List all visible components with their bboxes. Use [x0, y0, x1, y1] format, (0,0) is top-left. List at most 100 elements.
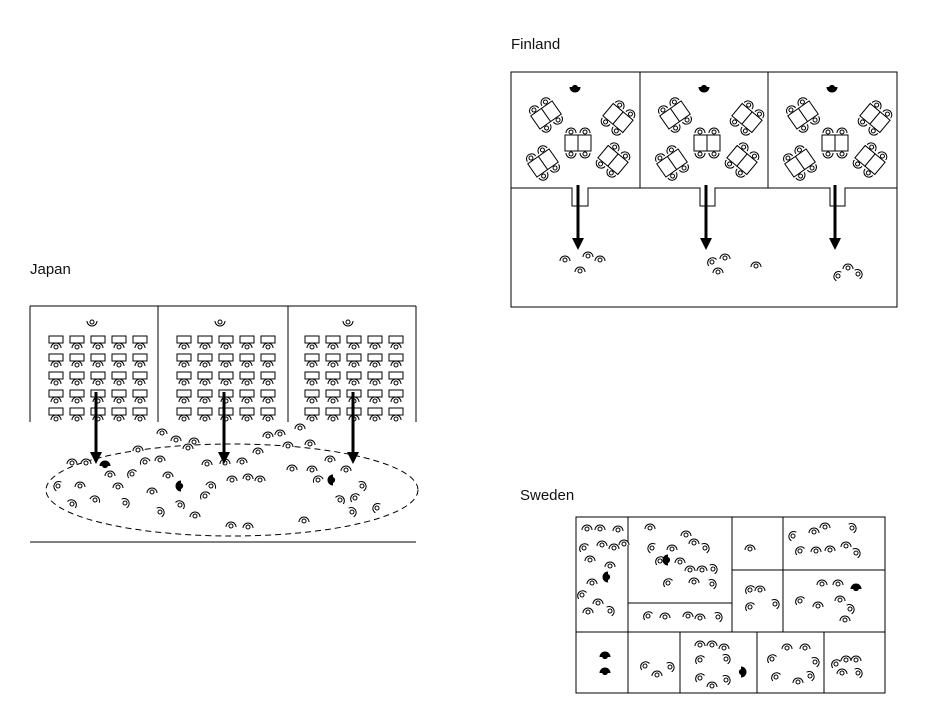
student-icon	[178, 360, 190, 368]
student-icon	[189, 511, 201, 519]
student-icon	[127, 469, 137, 479]
desk-icon	[111, 335, 127, 350]
student-icon	[92, 378, 104, 386]
student-icon	[92, 342, 104, 350]
teacher-icon	[599, 651, 611, 660]
teacher-icon	[175, 480, 184, 492]
desk-icon	[367, 335, 383, 350]
teacher-icon	[569, 84, 581, 93]
desk-icon	[239, 353, 255, 368]
student-icon	[67, 499, 77, 509]
student-icon	[620, 151, 631, 161]
student-icon	[745, 585, 755, 595]
desk-icon	[239, 407, 255, 422]
student-icon	[846, 604, 855, 615]
desk-icon	[197, 335, 213, 350]
desk-icon	[111, 389, 127, 404]
desk-icon	[132, 353, 148, 368]
student-icon	[559, 255, 571, 263]
student-icon	[592, 598, 604, 606]
student-icon	[139, 457, 151, 465]
student-icon	[604, 561, 616, 569]
student-icon	[644, 523, 656, 531]
student-icon	[50, 378, 62, 386]
student-icon	[871, 100, 882, 110]
desk-icon	[346, 371, 362, 386]
desk-icon	[239, 371, 255, 386]
desk-icon	[239, 335, 255, 350]
student-icon	[729, 117, 740, 127]
student-icon	[608, 543, 620, 551]
desk-icon	[176, 353, 192, 368]
desk-icon	[346, 335, 362, 350]
desk-icon	[367, 407, 383, 422]
student-icon	[666, 662, 675, 673]
desk-icon	[304, 353, 320, 368]
desk-icon	[111, 371, 127, 386]
student-icon	[201, 459, 213, 467]
teacher-icon	[850, 583, 862, 592]
student-icon	[252, 447, 264, 455]
student-icon	[348, 507, 357, 518]
student-icon	[706, 640, 718, 648]
student-icon	[199, 342, 211, 350]
student-icon	[304, 439, 316, 447]
student-icon	[262, 414, 274, 422]
student-icon	[750, 261, 762, 269]
student-icon	[71, 378, 83, 386]
desk-icon	[90, 353, 106, 368]
student-icon	[618, 539, 630, 547]
student-icon	[581, 524, 593, 532]
student-icon	[205, 481, 217, 489]
student-icon	[695, 673, 705, 683]
student-icon	[390, 342, 402, 350]
student-icon	[712, 267, 724, 275]
student-icon	[199, 414, 211, 422]
student-icon	[792, 677, 804, 685]
desk-icon	[325, 371, 341, 386]
japan-arrows	[90, 392, 359, 464]
student-icon	[113, 396, 125, 404]
japan-desk-grid	[48, 319, 404, 422]
finland-students-corridor	[559, 251, 863, 282]
student-icon	[655, 153, 666, 162]
student-icon	[262, 360, 274, 368]
group-table-icon	[564, 127, 592, 159]
student-icon	[552, 116, 563, 125]
desk-icon	[260, 371, 276, 386]
desk-icon	[90, 389, 106, 404]
teacher-icon	[599, 667, 611, 676]
student-icon	[220, 342, 232, 350]
student-icon	[254, 475, 266, 483]
student-icon	[625, 109, 636, 119]
student-icon	[226, 475, 238, 483]
student-icon	[831, 659, 841, 669]
teacher-icon	[738, 666, 747, 678]
teacher-icon	[662, 554, 671, 566]
student-icon	[134, 378, 146, 386]
student-icon	[667, 172, 678, 181]
student-icon	[274, 429, 286, 437]
finland-label: Finland	[511, 36, 561, 53]
student-icon	[579, 127, 591, 135]
student-icon	[799, 643, 811, 651]
student-icon	[839, 615, 851, 623]
student-icon	[824, 545, 836, 553]
teacher-icon	[86, 319, 98, 327]
student-icon	[50, 360, 62, 368]
student-icon	[724, 159, 735, 169]
sweden-label: Sweden	[520, 487, 575, 504]
student-icon	[709, 564, 718, 575]
student-icon	[877, 151, 888, 161]
student-icon	[767, 654, 777, 664]
desk-icon	[260, 335, 276, 350]
desk-icon	[48, 335, 64, 350]
student-icon	[262, 342, 274, 350]
student-icon	[549, 164, 560, 173]
student-icon	[842, 263, 854, 271]
student-icon	[781, 643, 793, 651]
teacher-icon	[99, 460, 111, 469]
desk-icon	[218, 407, 234, 422]
student-icon	[327, 342, 339, 350]
group-table-icon	[821, 127, 849, 159]
